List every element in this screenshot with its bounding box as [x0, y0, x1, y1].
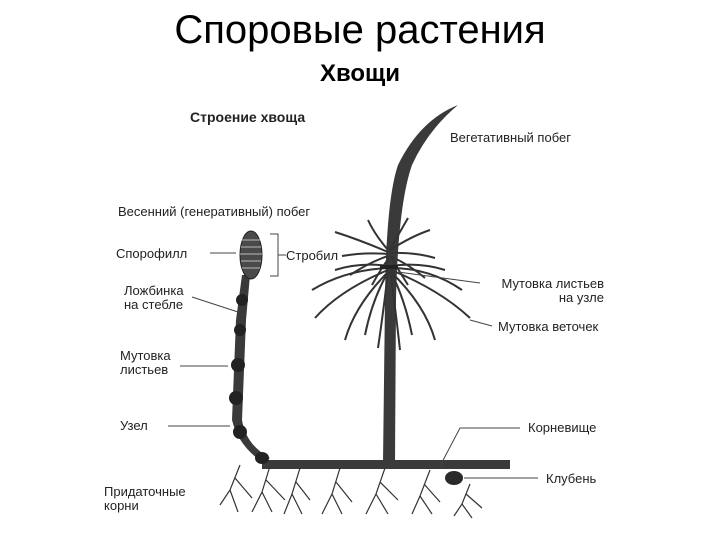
spring-nodes	[229, 294, 269, 464]
strobilus	[239, 230, 263, 280]
slide-title: Споровые растения	[174, 8, 546, 52]
label-node-leaf-whorl-line2: на узле	[558, 290, 604, 305]
label-adventitious-roots-line2: корни	[104, 498, 139, 513]
slide-subtitle: Хвощи	[319, 60, 401, 87]
rhizome	[262, 460, 510, 469]
label-groove-line1: Ложбинка	[124, 283, 184, 298]
label-adventitious-roots-line1: Придаточные	[104, 484, 186, 499]
spring-stem	[232, 275, 270, 462]
adventitious-roots	[219, 464, 483, 519]
tuber	[445, 471, 463, 485]
label-spring-shoot: Весенний (генеративный) побег	[118, 204, 311, 219]
vegetative-stem	[383, 105, 458, 462]
leader-lines	[168, 233, 538, 479]
label-rhizome: Корневище	[528, 420, 597, 435]
upper-branch-whorl	[334, 217, 436, 286]
diagram-heading: Строение хвоща	[190, 109, 306, 125]
label-strobilus: Стробил	[286, 248, 339, 263]
label-leaf-whorl-line1: Мутовка	[120, 348, 171, 363]
label-branch-whorl: Мутовка веточек	[498, 319, 599, 334]
label-tuber: Клубень	[546, 471, 597, 486]
label-sporophyll: Спорофилл	[116, 246, 188, 261]
label-node-leaf-whorl-line1: Мутовка листьев	[501, 276, 604, 291]
label-vegetative-shoot: Вегетативный побег	[450, 130, 571, 145]
label-leaf-whorl-line2: листьев	[120, 362, 169, 377]
label-node: Узел	[120, 418, 148, 433]
lower-branch-whorl	[311, 263, 471, 351]
label-groove-line2: на стебле	[124, 297, 184, 312]
